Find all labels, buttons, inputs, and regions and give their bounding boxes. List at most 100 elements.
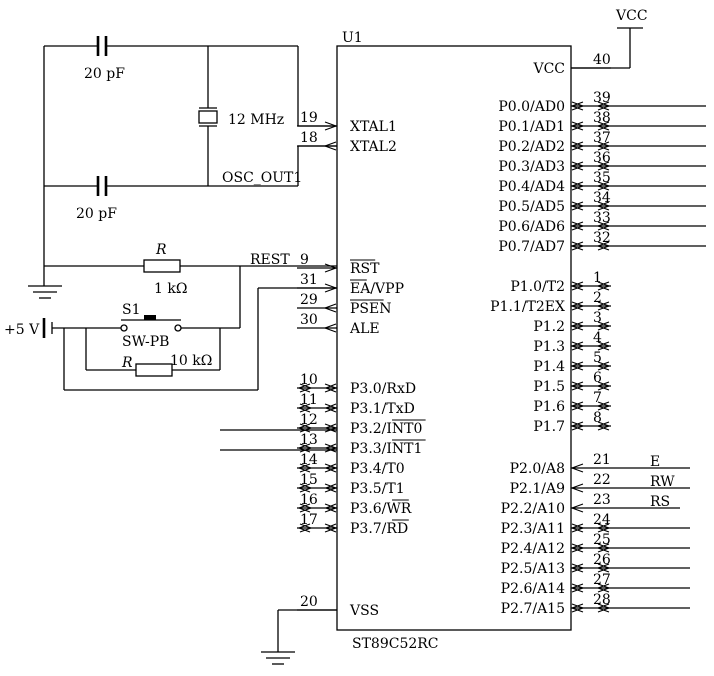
pin-name: P0.0/AD0 <box>498 99 565 115</box>
rest-label: REST <box>250 252 290 268</box>
pin-name: ALE <box>349 321 380 337</box>
switch-button-cap <box>144 315 156 320</box>
crystal-label: 12 MHz <box>228 112 284 128</box>
pin-number: 19 <box>300 110 318 126</box>
osc-out-label: OSC_OUT1 <box>222 170 302 186</box>
pin-name: RST <box>350 261 380 277</box>
pin-number: 1 <box>593 270 602 286</box>
pin-number: 12 <box>300 412 318 428</box>
cap-bottom-label: 20 pF <box>76 206 117 222</box>
pin-name: P3.1/TxD <box>350 401 415 417</box>
res1-symbol: R <box>155 242 167 258</box>
plus5v-label: +5 V <box>4 322 40 338</box>
pin-number: 10 <box>300 372 318 388</box>
pin-number: 13 <box>300 432 318 448</box>
pin-name: XTAL1 <box>350 119 397 135</box>
right-pin-7: 7P1.6 <box>533 390 611 415</box>
pin-name: P3.5/T1 <box>350 481 405 497</box>
pin-name: P3.7/RD <box>350 521 408 537</box>
reset-network: R 1 kΩ REST +5 V S1 SW-PB R 10 kΩ <box>4 242 337 391</box>
pin-number: 2 <box>593 290 602 306</box>
switch-type: SW-PB <box>122 334 169 350</box>
pin-number: 31 <box>300 272 318 288</box>
pin-number: 27 <box>593 572 611 588</box>
pin-name: P2.3/A11 <box>501 521 565 537</box>
chip-body <box>336 45 572 631</box>
pin-name: P0.6/AD6 <box>498 219 565 235</box>
pin-name: PSEN <box>350 301 391 317</box>
oscillator-network: 20 pF 20 pF 12 MHz OSC_OUT1 <box>43 36 337 286</box>
vss-ground <box>261 609 337 665</box>
pin-name: P1.0/T2 <box>510 279 565 295</box>
pin-number: 35 <box>593 170 611 186</box>
pin-name: P1.5 <box>533 379 565 395</box>
pin-name: XTAL2 <box>350 139 397 155</box>
external-wires: E RW RS <box>220 429 675 510</box>
res2-symbol: R <box>121 355 133 371</box>
pin-name: P0.3/AD3 <box>498 159 565 175</box>
pin-name: P0.1/AD1 <box>498 119 565 135</box>
pin-name: P2.4/A12 <box>501 541 565 557</box>
pin-name: P0.7/AD7 <box>498 239 565 255</box>
right-pin-group: 40VCC39P0.0/AD038P0.1/AD137P0.2/AD236P0.… <box>490 52 706 617</box>
pin-name: P3.4/T0 <box>350 461 405 477</box>
right-pin-1: 1P1.0/T2 <box>510 270 611 295</box>
pin-number: 22 <box>593 472 611 488</box>
pin-name: VCC <box>532 61 565 77</box>
pin-name: P1.6 <box>533 399 565 415</box>
pin-name: P2.0/A8 <box>510 461 565 477</box>
vcc-label: VCC <box>615 8 648 24</box>
pin-name: P1.3 <box>533 339 565 355</box>
pin-name: P0.4/AD4 <box>498 179 565 195</box>
pin-number: 29 <box>300 292 318 308</box>
pin-name: P1.2 <box>533 319 565 335</box>
pin-name: P1.4 <box>533 359 565 375</box>
pin-number: 33 <box>593 210 611 226</box>
pin-number: 39 <box>593 90 611 106</box>
pin-name: P1.7 <box>533 419 565 435</box>
pin-name: P3.6/WR <box>350 501 412 517</box>
pin-number: 32 <box>593 230 611 246</box>
pin-name: P3.0/RxD <box>350 381 416 397</box>
pin-number: 38 <box>593 110 611 126</box>
pin-number: 7 <box>593 390 602 406</box>
pin-number: 36 <box>593 150 611 166</box>
net-e-label: E <box>650 454 660 470</box>
net-rs-label: RS <box>650 494 670 510</box>
pin-number: 8 <box>593 410 602 426</box>
pin-number: 4 <box>593 330 602 346</box>
pin-number: 3 <box>593 310 602 326</box>
pin-name: P3.2/INT0 <box>350 421 422 437</box>
right-pin-5: 5P1.4 <box>533 350 611 375</box>
pin-number: 30 <box>300 312 318 328</box>
pin-number: 18 <box>300 130 318 146</box>
resistor-1k-body <box>143 259 181 273</box>
left-pin-group: 19XTAL118XTAL29RST31EA/VPP29PSEN30ALE10P… <box>297 110 426 619</box>
pin-number: 34 <box>593 190 611 206</box>
pin-number: 40 <box>593 52 611 68</box>
pin-number: 9 <box>300 252 309 268</box>
pin-number: 25 <box>593 532 611 548</box>
